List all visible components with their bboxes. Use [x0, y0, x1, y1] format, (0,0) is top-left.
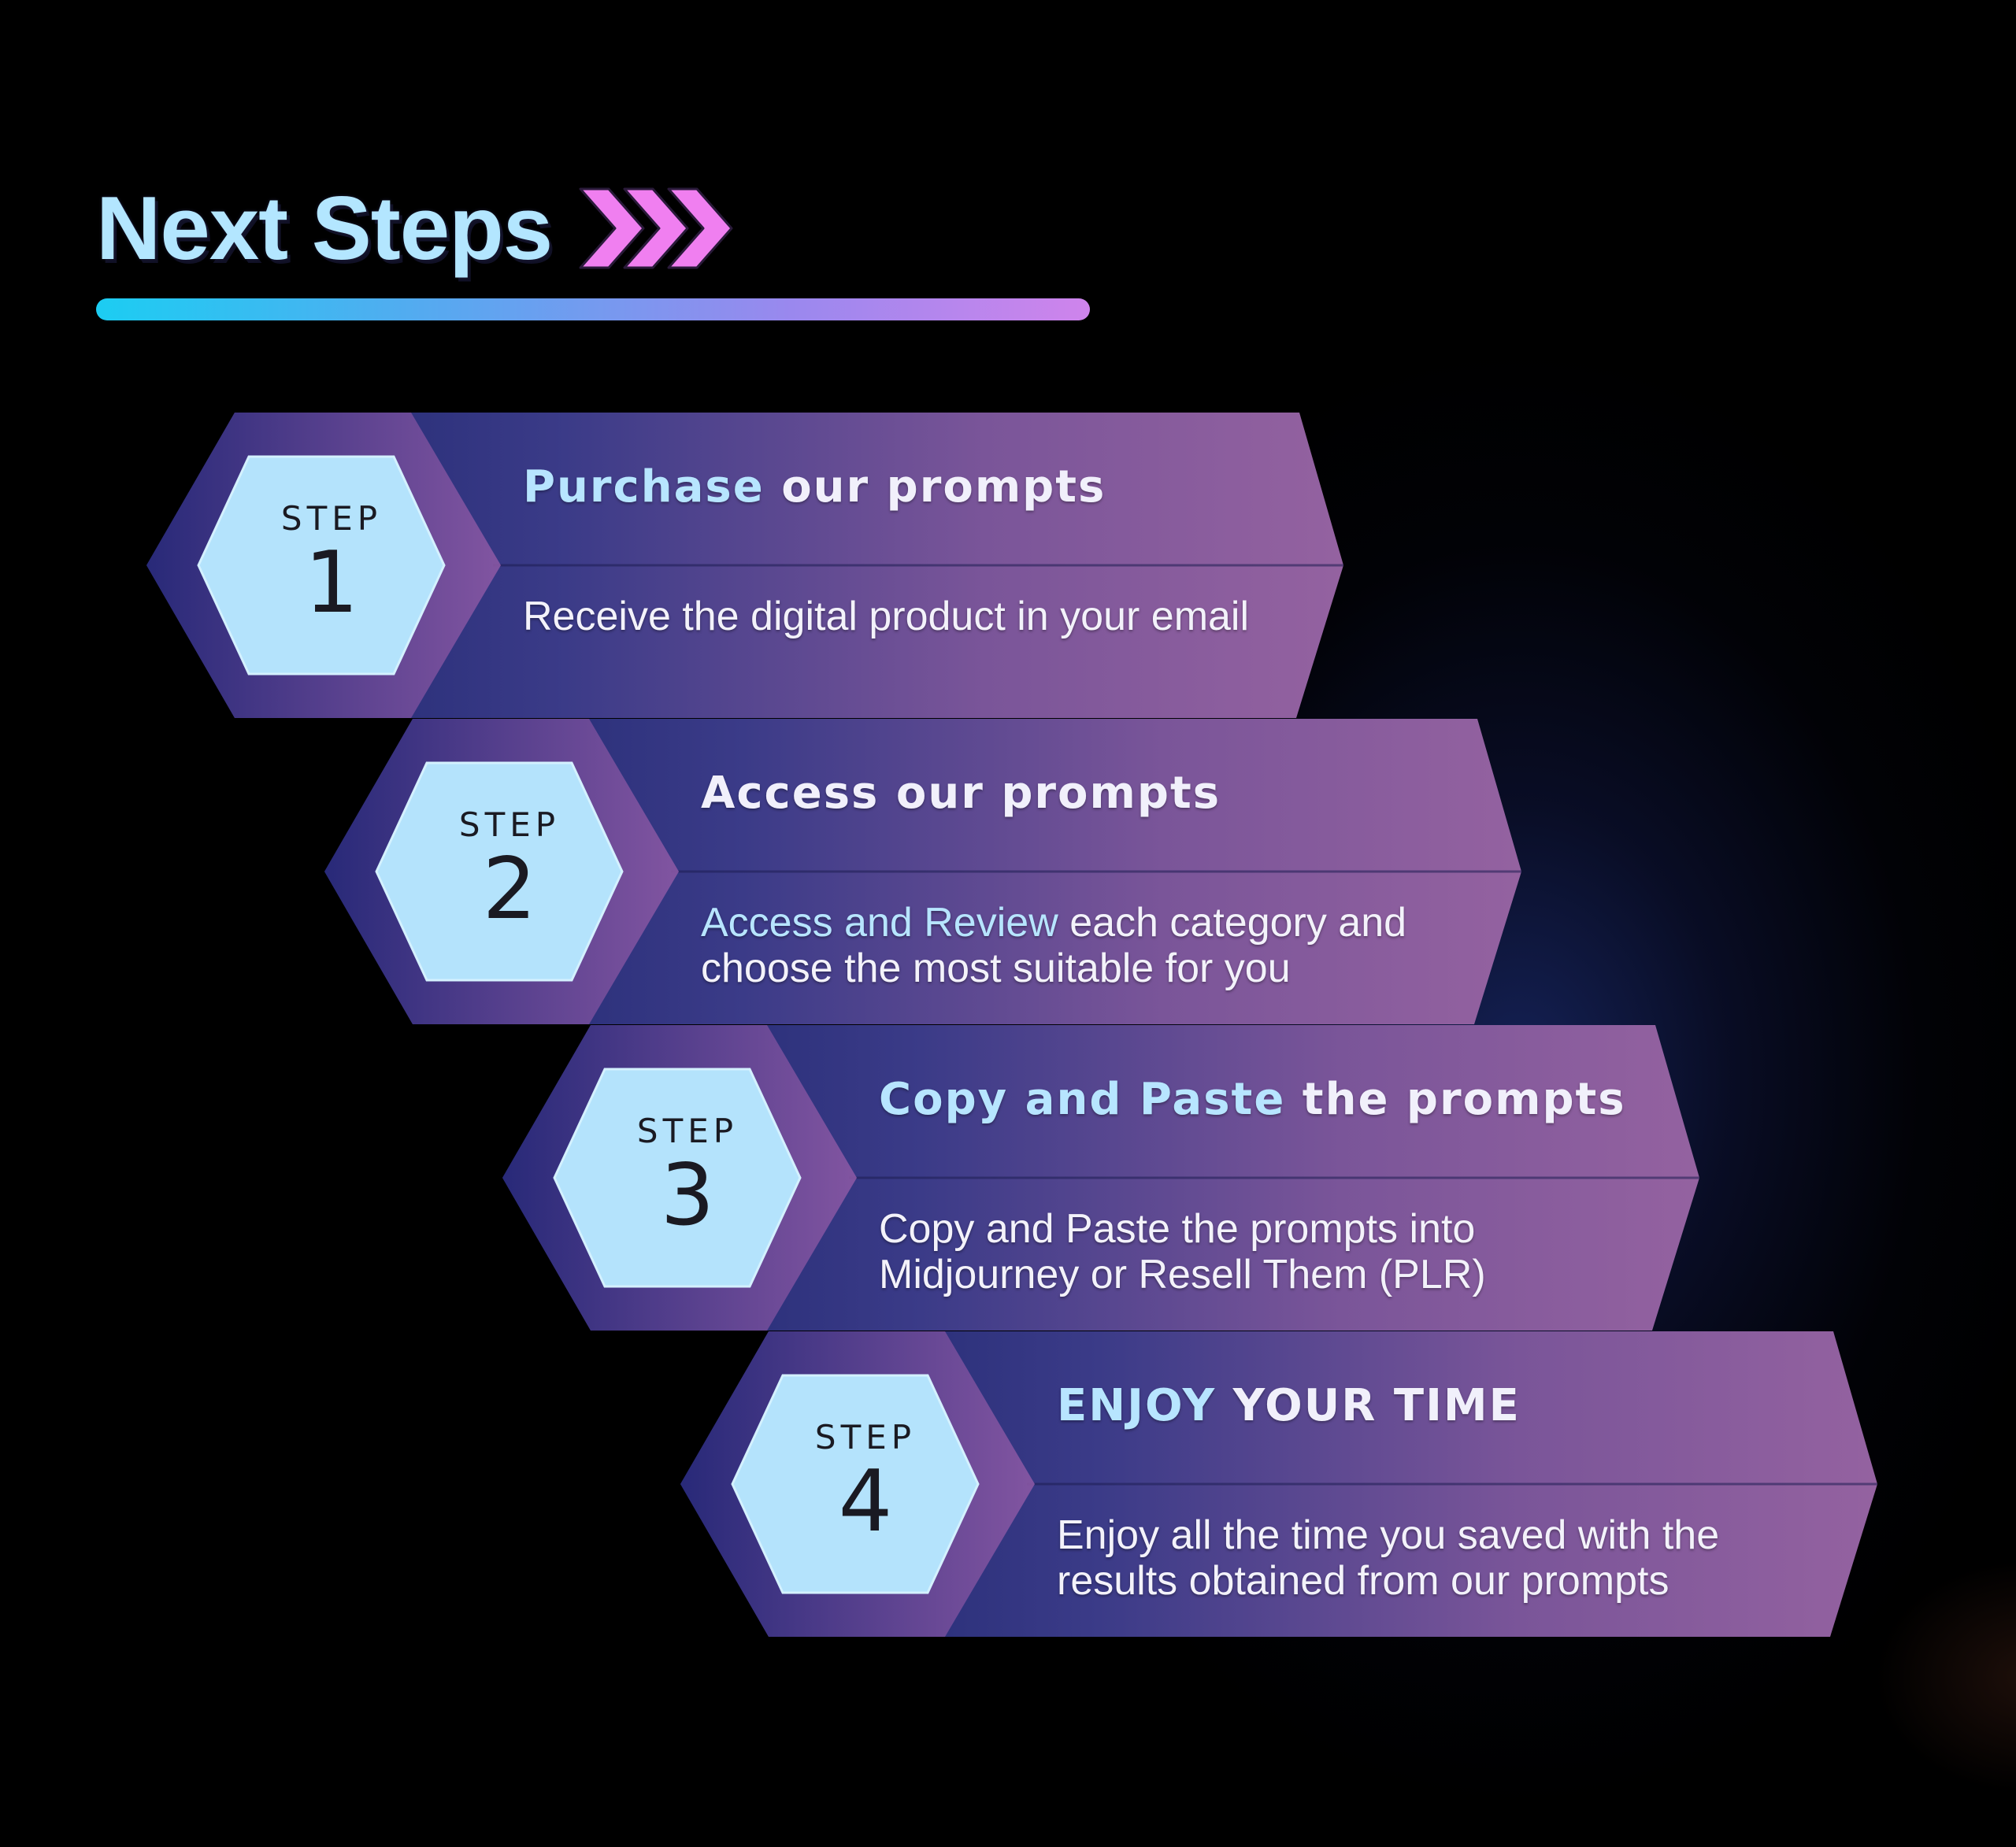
step-row-2: STEP 2 Access our prompts Access and Rev… — [324, 719, 1529, 1024]
step-description-highlight: Access and Review — [701, 900, 1058, 946]
step-title-rest: Access our prompts — [701, 768, 1221, 819]
step-description: Access and Review each category and choo… — [701, 900, 1441, 991]
page-title: Next Steps — [96, 178, 553, 279]
step-band — [680, 1331, 1877, 1637]
title-row: Next Steps — [96, 165, 733, 291]
step-number: 1 — [304, 534, 359, 632]
step-label: STEP — [636, 1112, 739, 1150]
step-band — [324, 719, 1521, 1024]
triple-chevron-right-icon — [579, 187, 733, 269]
title-underline-bar — [96, 298, 1090, 320]
step-description: Copy and Paste the prompts into Midjourn… — [879, 1206, 1619, 1297]
step-band — [146, 413, 1343, 718]
step-title-rest: YOUR TIME — [1216, 1380, 1521, 1431]
step-title: Purchase our prompts — [523, 461, 1106, 513]
step-description-rest: each category and choose the most suitab… — [701, 900, 1407, 991]
step-number: 3 — [660, 1146, 715, 1245]
step-row-4: STEP 4 ENJOY YOUR TIME Enjoy all the tim… — [680, 1331, 1885, 1637]
step-label: STEP — [814, 1418, 917, 1457]
step-title: Access our prompts — [701, 768, 1221, 819]
corner-glow — [1874, 1559, 2016, 1795]
step-number: 4 — [838, 1453, 893, 1551]
step-description-rest: Copy and Paste the prompts into Midjourn… — [879, 1206, 1486, 1297]
step-description: Receive the digital product in your emai… — [523, 594, 1263, 639]
step-band — [502, 1025, 1699, 1331]
step-title-rest: our prompts — [764, 461, 1106, 513]
step-title-highlight: ENJOY — [1057, 1380, 1217, 1431]
step-title-highlight: Copy and Paste — [879, 1074, 1286, 1125]
step-label: STEP — [458, 805, 561, 844]
step-number: 2 — [482, 840, 537, 938]
step-title: Copy and Paste the prompts — [879, 1074, 1626, 1125]
step-description-rest: Receive the digital product in your emai… — [523, 594, 1250, 639]
step-description: Enjoy all the time you saved with the re… — [1057, 1512, 1797, 1604]
step-row-3: STEP 3 Copy and Paste the prompts Copy a… — [502, 1025, 1707, 1331]
step-description-rest: Enjoy all the time you saved with the re… — [1057, 1512, 1720, 1604]
step-title-rest: the prompts — [1285, 1074, 1626, 1125]
step-title: ENJOY YOUR TIME — [1057, 1380, 1521, 1431]
step-label: STEP — [280, 499, 383, 538]
step-title-highlight: Purchase — [523, 461, 765, 513]
step-row-1: STEP 1 Purchase our prompts Receive the … — [146, 413, 1351, 718]
